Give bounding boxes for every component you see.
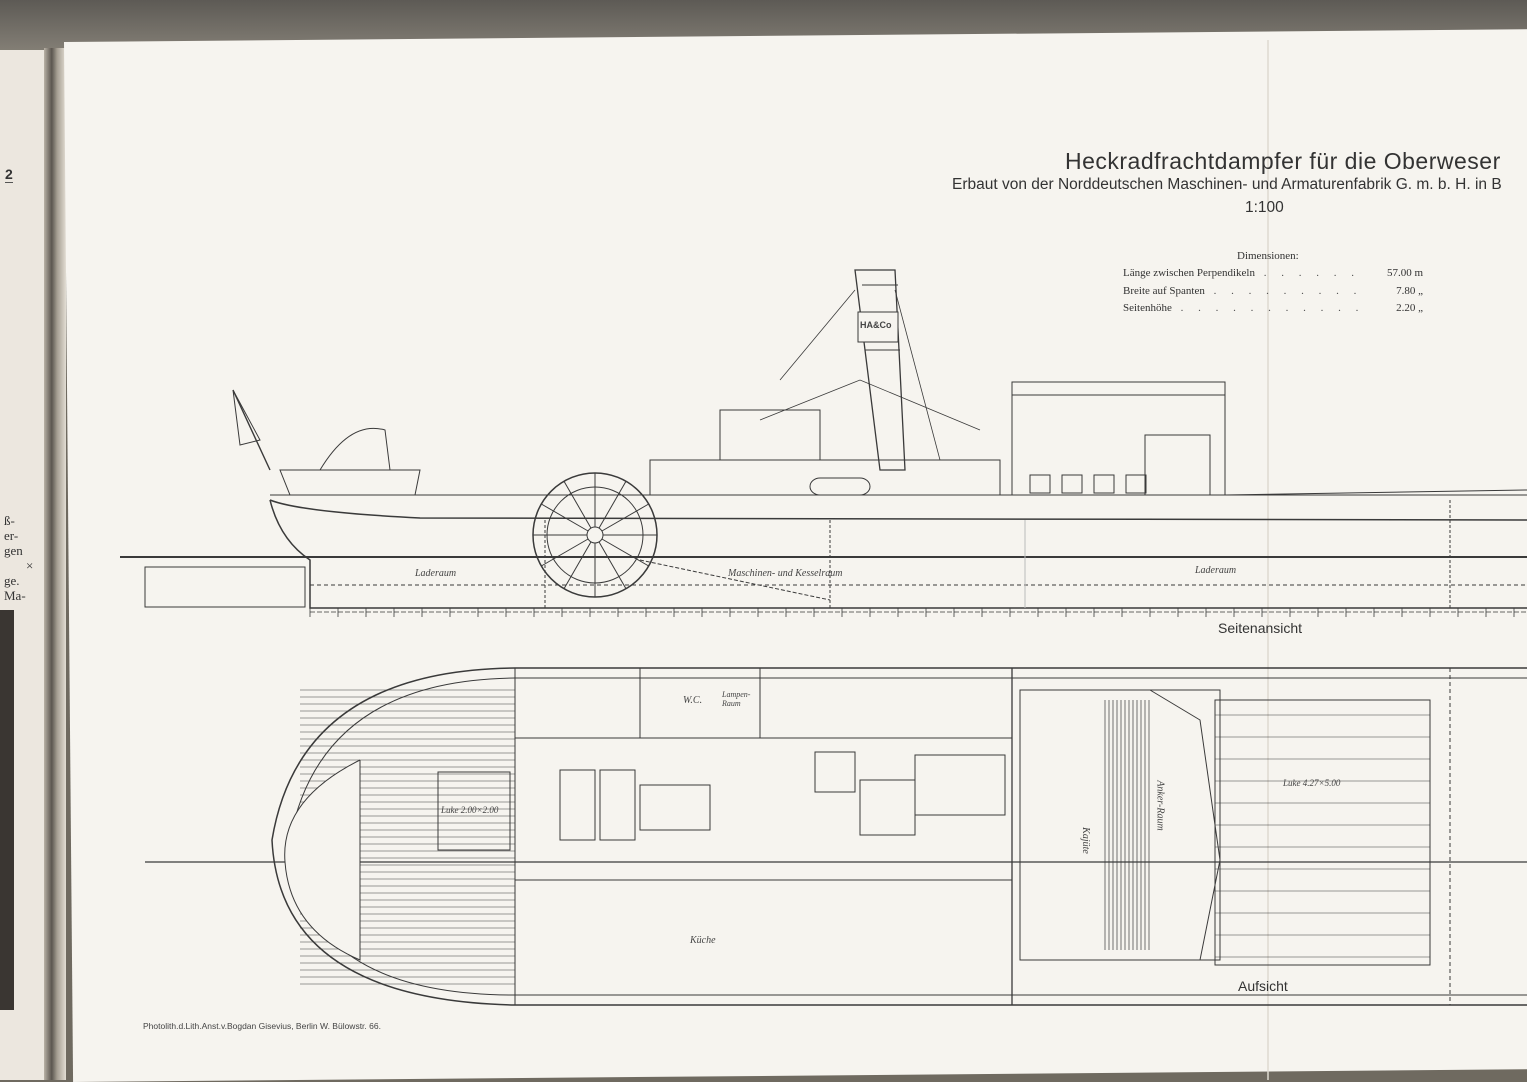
capstan <box>859 779 916 836</box>
boiler <box>559 769 596 841</box>
stairs <box>1104 700 1150 950</box>
compartment-label: Laderaum <box>415 568 457 579</box>
wheel-platform <box>284 759 361 961</box>
plan-view-label: Aufsicht <box>1238 978 1288 994</box>
wheelhouse <box>1144 434 1211 496</box>
boiler <box>599 769 636 841</box>
dimension-row: Seitenhöhe . . . . . . . . . . . . . . .… <box>1123 302 1423 314</box>
left-page-text: gen <box>4 543 23 558</box>
deckhouse-windows <box>1029 474 1147 494</box>
compartment-label: Maschinen- und Kesselraum <box>728 568 843 579</box>
dimensions-heading: Dimensionen: <box>1237 250 1299 262</box>
davit <box>319 427 391 471</box>
left-page-text: er- <box>4 528 19 543</box>
wheel-spoke <box>601 503 649 532</box>
dimension-value: 7.80 „ <box>1396 285 1423 297</box>
left-page-edge: 2 ß- er- gen × ge. Ma- <box>0 50 50 1080</box>
rudder <box>144 566 306 608</box>
room-label: W.C. <box>683 695 703 706</box>
drawing-subtitle: Erbaut von der Norddeutschen Maschinen- … <box>952 176 1502 193</box>
flagstaff <box>232 389 271 471</box>
printer-credit: Photolith.d.Lith.Anst.v.Bogdan Gisevius,… <box>143 1021 381 1031</box>
stays <box>759 289 981 461</box>
side-view <box>120 269 1527 617</box>
left-page-text: × <box>26 558 34 573</box>
anchor-room <box>1149 689 1221 961</box>
dimension-label: Breite auf Spanten <box>1123 285 1205 297</box>
room-label: Küche <box>690 935 716 946</box>
funnel <box>854 269 906 471</box>
wheel-spoke <box>601 538 649 567</box>
hatch-aft <box>437 771 511 851</box>
hull-plan-inner <box>289 677 1527 996</box>
room-label: Kajüte <box>1079 827 1091 854</box>
room-label: Anker-Raum <box>1154 780 1166 831</box>
engine <box>639 784 711 831</box>
hatch-forward <box>1214 699 1431 966</box>
dimension-value: 2.20 „ <box>1396 302 1423 314</box>
skylight <box>809 477 871 496</box>
drawing-scale: 1:100 <box>1245 199 1284 216</box>
frame-scale <box>309 608 1527 617</box>
cabin <box>1019 689 1221 961</box>
drive-shaft <box>639 559 831 601</box>
sheer-line <box>269 499 1527 521</box>
wheel-spoke <box>598 481 627 529</box>
wheel-spoke <box>563 481 592 529</box>
dimension-row: Länge zwischen Perpendikeln . . . . . . … <box>1123 267 1423 279</box>
side-view-label: Seitenansicht <box>1218 620 1303 636</box>
room-label: Luke 4.27×5.00 <box>1283 778 1341 788</box>
funnel-band <box>857 311 899 343</box>
skylight-plan <box>914 754 1006 816</box>
dimension-label: Länge zwischen Perpendikeln <box>1123 267 1255 279</box>
left-page-text: ge. <box>4 573 20 588</box>
wheel-spoke <box>541 503 589 532</box>
dimension-row: Breite auf Spanten . . . . . . . . . . .… <box>1123 285 1423 297</box>
deckhouse <box>1011 381 1226 496</box>
lifeboat <box>279 469 421 496</box>
left-page-photo <box>0 610 14 1010</box>
dimension-label: Seitenhöhe <box>1123 302 1172 314</box>
hull-plan-outline <box>271 667 1527 1006</box>
wheel-spoke <box>598 541 627 589</box>
boiler-housing <box>719 409 821 461</box>
drawing-title: Heckradfrachtdampfer für die Oberweser <box>1065 148 1501 174</box>
compartment-label: Laderaum <box>1195 565 1237 576</box>
wheel-spoke <box>563 541 592 589</box>
left-page-text: ß- <box>4 513 15 528</box>
hull-outline <box>269 499 1527 609</box>
book-binding <box>44 48 66 1080</box>
room-label: Lampen-Raum <box>722 690 751 708</box>
paddle-wheel <box>532 472 658 598</box>
left-page-text: Ma- <box>4 588 26 603</box>
wheel-spoke <box>541 538 589 567</box>
dimension-value: 57.00 m <box>1386 267 1423 279</box>
funnel-mark: HA&Co <box>860 320 892 330</box>
room-label: Luke 2.00×2.00 <box>441 805 499 815</box>
winch <box>814 751 856 793</box>
left-page-number: 2 <box>5 166 13 183</box>
plan-view <box>145 667 1527 1006</box>
flag <box>232 389 261 446</box>
